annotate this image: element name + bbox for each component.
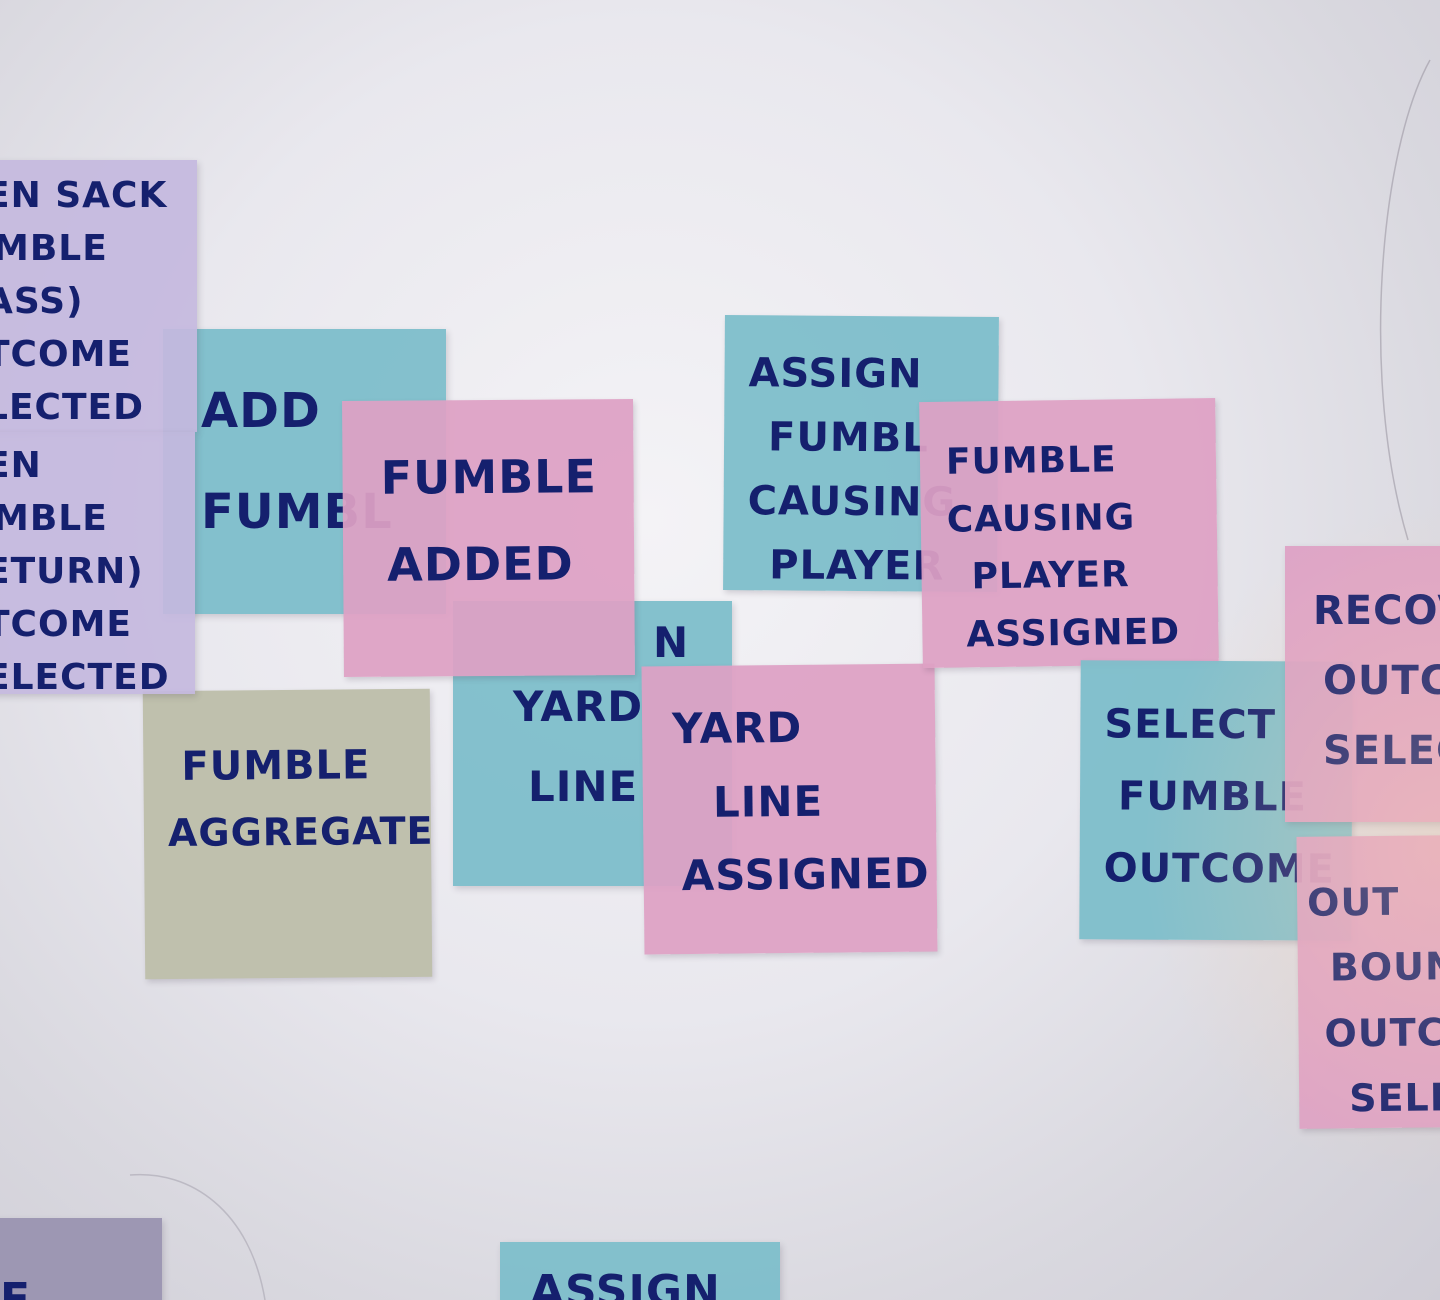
note-line: LINE	[528, 761, 639, 811]
pencil-curve-right	[1379, 59, 1431, 541]
sticky-note-recovery-outcome-selected: RECOV OUTC SELEC	[1285, 546, 1440, 822]
note-line: FUMBLE	[945, 439, 1117, 483]
note-line: YARD	[513, 682, 644, 731]
note-line: ADD	[201, 383, 321, 439]
note-line: MBLE	[0, 227, 108, 269]
sticky-note-bottom-assign: ASSIGN	[500, 1242, 780, 1300]
sticky-note-when-fumble-return: EN MBLE ETURN) TCOME ELECTED	[0, 432, 195, 694]
note-line: ADDED	[386, 536, 574, 593]
note-line: FUMBLE	[380, 449, 598, 505]
note-line: ASSIGN	[530, 1266, 721, 1300]
sticky-note-yard-line-assigned: YARD LINE ASSIGNED	[641, 663, 938, 955]
note-line: SELEC	[1323, 728, 1440, 774]
note-line: N	[653, 618, 690, 667]
note-line: EN	[0, 445, 42, 486]
note-line: LECTED	[0, 386, 144, 428]
note-line: FUMBLE	[181, 742, 371, 790]
sticky-note-bottom-left: E	[0, 1218, 162, 1300]
note-line: TCOME	[0, 333, 132, 375]
sticky-note-fumble-added: FUMBLE ADDED	[342, 398, 635, 678]
note-line: OUTCO	[1324, 1009, 1440, 1056]
note-line: ASSIGN	[748, 350, 923, 398]
note-line: ASSIGNED	[681, 848, 930, 901]
note-line: OUTC	[1323, 658, 1440, 704]
note-line: ASS)	[0, 280, 84, 322]
note-line: BOUN	[1329, 944, 1440, 990]
sticky-note-when-sack-fumble: EN SACK MBLE ASS) TCOME LECTED	[0, 160, 197, 432]
note-line: RECOV	[1313, 588, 1440, 634]
note-line: EN SACK	[0, 175, 168, 216]
note-line: OUT	[1306, 879, 1400, 925]
note-line: LINE	[712, 776, 824, 827]
note-line: ELECTED	[0, 656, 170, 694]
note-line: ETURN)	[0, 550, 144, 592]
note-line: YARD	[671, 702, 803, 754]
sticky-note-fumble-causing-player-assigned: FUMBLE CAUSING PLAYER ASSIGNED	[919, 397, 1219, 669]
note-line: TCOME	[0, 603, 132, 645]
note-line: ASSIGNED	[966, 611, 1181, 656]
note-line: AGGREGATE	[167, 808, 433, 856]
sticky-note-out-of-bounds-outcome-selected: OUT BOUN OUTCO SELE	[1296, 835, 1440, 1129]
note-line: PLAYER	[971, 554, 1131, 598]
note-line: SELE	[1348, 1075, 1440, 1121]
note-line: E	[0, 1274, 32, 1300]
note-line: CAUSING	[946, 496, 1136, 541]
note-line: MBLE	[0, 497, 108, 539]
sticky-note-fumble-aggregate: FUMBLE AGGREGATE	[142, 688, 433, 980]
